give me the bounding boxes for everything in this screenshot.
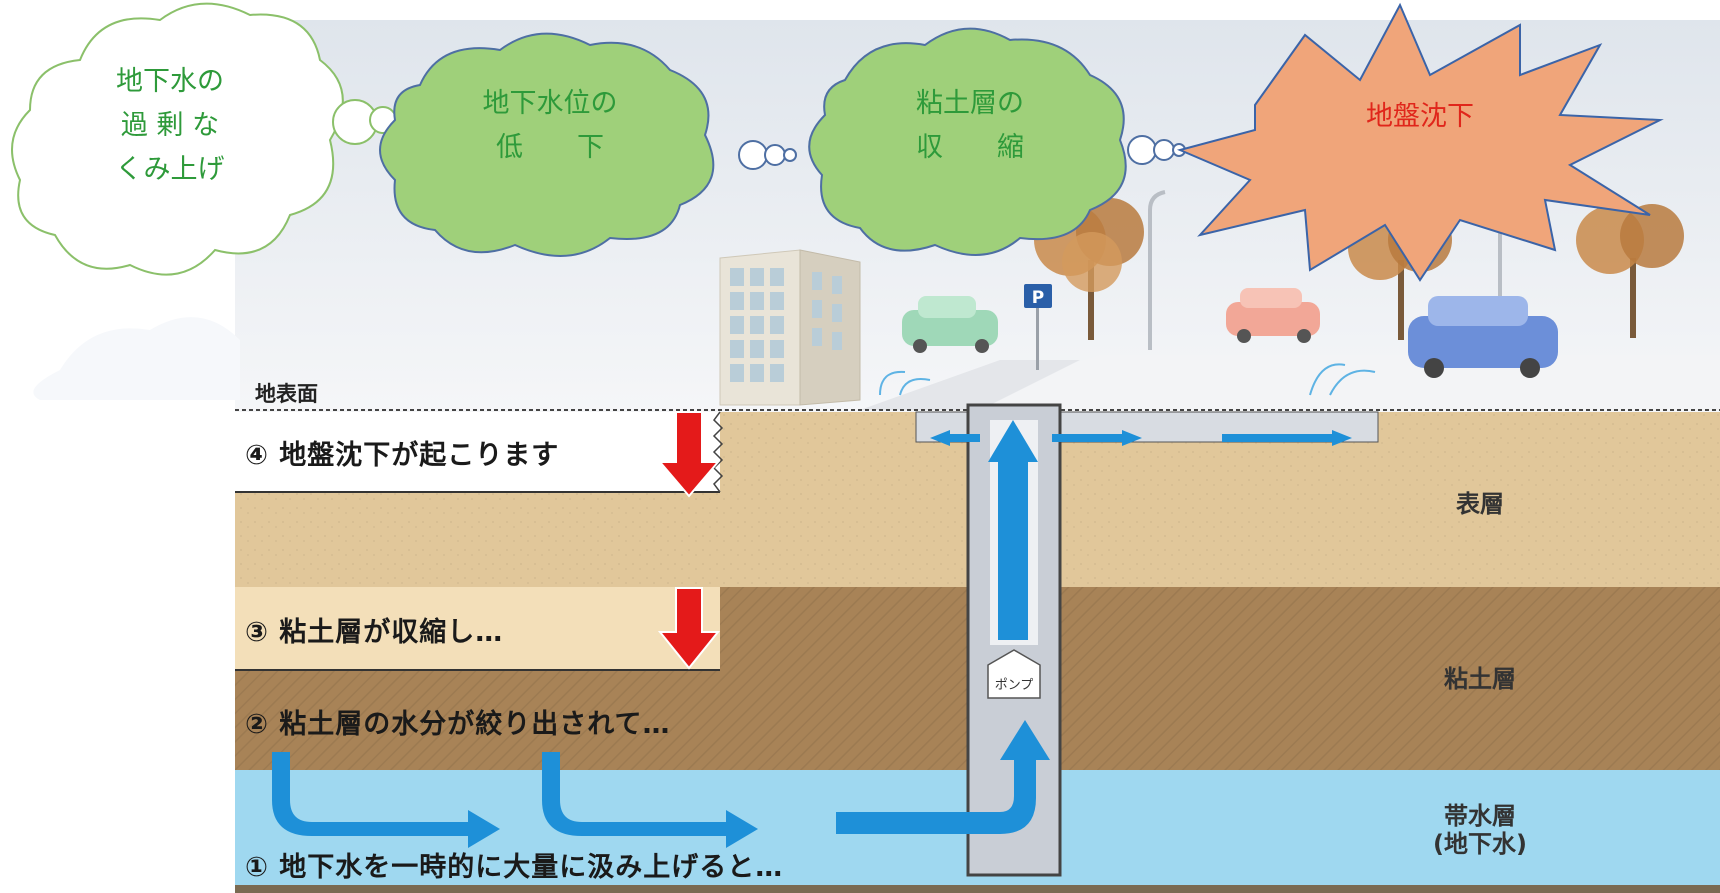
step3-label: ③ 粘土層が収縮し… xyxy=(245,617,504,648)
parking-sign: P xyxy=(1024,284,1052,370)
car-pink xyxy=(1226,288,1320,343)
cloud-water-level-drop-text: 地下水位の 低 下 xyxy=(450,82,650,170)
pump-box: ポンプ xyxy=(987,649,1041,699)
aquifer-label-line1: 帯水層 xyxy=(1444,802,1516,830)
subsided-clay-block xyxy=(235,587,720,670)
surface-stratum-label: 表層 xyxy=(1456,490,1504,518)
svg-text:P: P xyxy=(1032,288,1044,308)
street-tree-right-2 xyxy=(1576,204,1684,338)
burst-subsidence xyxy=(1176,2,1664,282)
cloud-water-level-line1: 地下水位の xyxy=(482,88,618,119)
cloud-clay-shrink-line1: 粘土層の xyxy=(916,88,1024,119)
cloud-clay-shrink-line2: 収 縮 xyxy=(916,132,1024,163)
step2-label: ② 粘土層の水分が絞り出されて… xyxy=(245,709,671,740)
car-blue xyxy=(1408,296,1558,378)
sprinkler-spray xyxy=(879,363,1376,396)
cloud-overpumping-line3: くみ上げ xyxy=(115,154,225,185)
step1-label: ① 地下水を一時的に大量に汲み上げると… xyxy=(245,852,784,883)
faint-cloud xyxy=(33,317,241,400)
red-subsidence-arrows xyxy=(657,411,721,670)
cloud-overpumping xyxy=(11,2,397,276)
water-flow-arrows xyxy=(258,420,1352,848)
cloud-overpumping-line1: 地下水の xyxy=(116,66,224,97)
subsided-surface-block xyxy=(235,412,720,492)
burst-subsidence-text: 地盤沈下 xyxy=(1366,101,1474,132)
cloud-overpumping-line2: 過 剰 な xyxy=(120,110,220,141)
cloud-water-level-drop xyxy=(379,32,797,257)
svg-text:ポンプ: ポンプ xyxy=(995,678,1034,693)
aquifer-label-line2: (地下水) xyxy=(1433,830,1527,858)
clay-stratum-label: 粘土層 xyxy=(1444,665,1516,693)
car-green xyxy=(902,296,998,353)
step4-label: ④ 地盤沈下が起こります xyxy=(245,440,560,471)
cloud-water-level-line2: 低 下 xyxy=(496,132,604,163)
aquifer-stratum-label: 帯水層 (地下水) xyxy=(1390,802,1570,858)
cloud-clay-shrink xyxy=(808,27,1186,256)
office-building xyxy=(719,249,861,406)
cloud-clay-shrink-text: 粘土層の 収 縮 xyxy=(870,82,1070,170)
ground-surface-label: 地表面 xyxy=(255,382,318,406)
cloud-overpumping-text: 地下水の 過 剰 な くみ上げ xyxy=(80,60,260,192)
sidewalk xyxy=(860,360,1080,410)
